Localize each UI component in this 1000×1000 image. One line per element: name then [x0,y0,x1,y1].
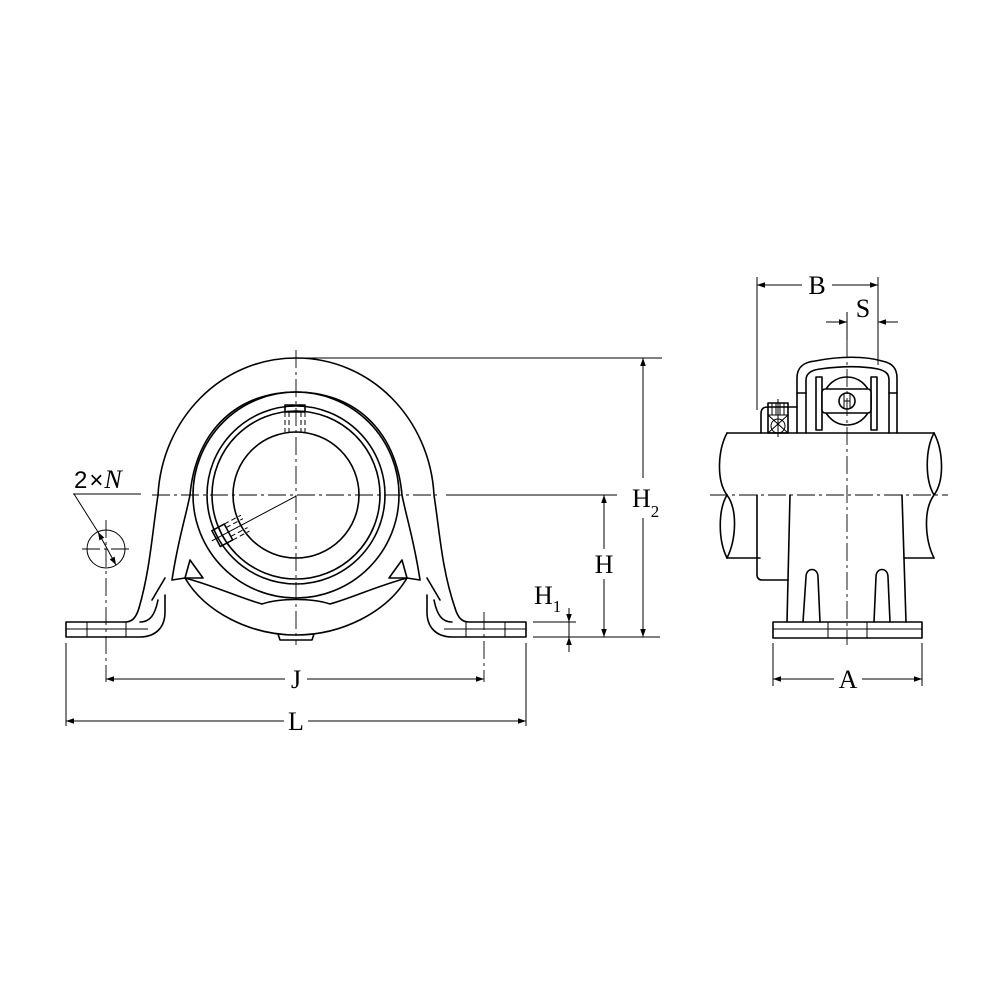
dimension-B: B [756,270,879,410]
side-base-plate [772,621,923,639]
dimension-S: S [826,294,898,340]
dimension-A-label: A [839,665,858,694]
dimension-heights: H2 H H1 [296,357,668,652]
dimension-L: L [65,643,527,736]
side-housing-dome-inner [805,365,890,434]
left-brace [184,559,204,579]
dimension-J-label: J [291,665,301,694]
locking-collar [760,399,798,437]
side-housing-dome [796,356,898,434]
right-foot [406,577,527,638]
dimension-L-label: L [288,707,304,736]
front-view: 2×N J L H2 [65,350,668,736]
left-foot [65,577,186,638]
dimension-A: A [772,643,923,694]
dimension-S-label: S [856,294,870,323]
dimension-J: J [106,665,484,694]
dimension-H2-label: H2 [632,484,659,521]
dimension-H-label: H [595,550,614,579]
side-housing-body [786,494,907,623]
dimension-H1-label: H1 [534,581,561,616]
hole-count-label: 2×N [74,465,123,494]
dimension-B-label: B [808,271,825,300]
set-screw-icon [211,495,297,548]
rib-left [802,568,821,623]
shaft [718,432,943,559]
side-bearing-insert [815,376,878,431]
right-brace [388,559,408,579]
bolt-hole-detail: 2×N [73,465,485,682]
collar-lower [756,494,789,581]
side-view: B S A [710,270,948,694]
rib-right [873,568,891,623]
grease-fitting-icon [284,404,306,432]
